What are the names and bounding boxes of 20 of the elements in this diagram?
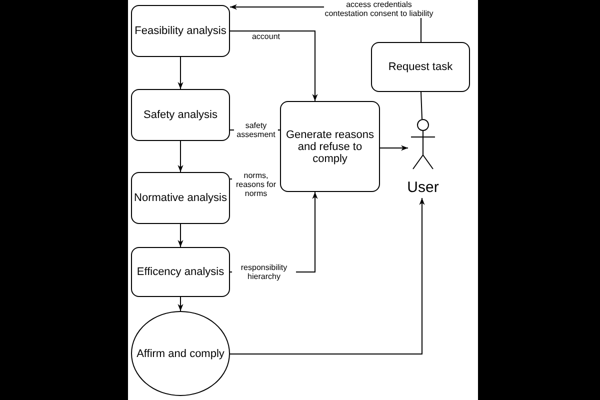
edge-label: safety assesment	[234, 121, 278, 139]
edge-label: access credentials contestation consent to liability	[324, 0, 434, 18]
edge-label: norms, reasons for norms	[232, 171, 280, 198]
process-box: Efficency analysis	[131, 247, 230, 297]
edge-label: responsibility hierarchy	[232, 263, 296, 281]
arrow	[178, 140, 184, 172]
arrow	[178, 296, 184, 312]
process-box: Safety analysis	[131, 89, 230, 141]
actor-label: User	[407, 179, 439, 196]
arrow	[178, 224, 184, 248]
arrow	[178, 56, 184, 90]
process-box: Generate reasons and refuse to comply	[280, 101, 380, 192]
terminal-ellipse: Affirm and comply	[131, 311, 230, 396]
arrow	[380, 145, 408, 151]
process-box: Feasibility analysis	[131, 5, 230, 57]
connector-line	[420, 92, 422, 120]
arrow	[230, 198, 425, 354]
process-box: Request task	[371, 42, 470, 92]
process-box: Normative analysis	[131, 172, 230, 224]
arrow	[230, 30, 318, 102]
